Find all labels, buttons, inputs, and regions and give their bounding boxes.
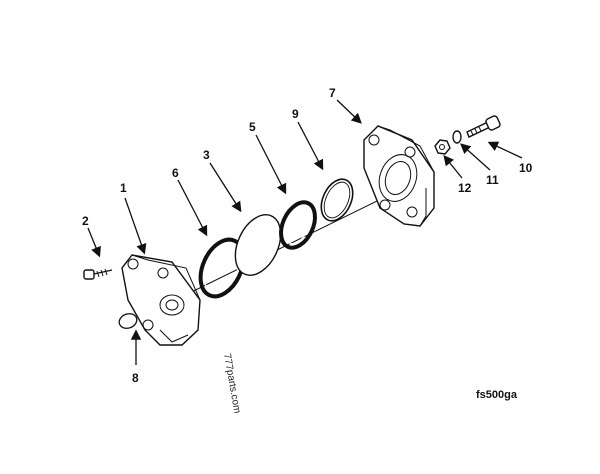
- leader-arrow-3: [209, 162, 242, 213]
- callout-9: 9: [292, 107, 299, 121]
- part-6-o-ring: [198, 237, 246, 299]
- leader-arrow-5: [255, 134, 287, 195]
- callout-12: 12: [458, 181, 472, 195]
- part-9-ring: [320, 178, 354, 222]
- figure-code: fs500ga: [476, 389, 518, 401]
- callout-11: 11: [486, 173, 499, 187]
- leader-arrow-9: [297, 121, 324, 171]
- watermark: 777parts.com: [221, 353, 242, 415]
- leader-arrow-12: [443, 154, 463, 179]
- leader-arrow-1: [124, 197, 147, 255]
- callout-3: 3: [203, 148, 210, 162]
- callout-1: 1: [120, 181, 127, 195]
- callout-2: 2: [82, 214, 89, 228]
- leader-arrow-10: [487, 141, 523, 159]
- leader-arrow-2: [87, 227, 101, 258]
- part-7-housing: [363, 125, 435, 227]
- part-1-cover-plate: [121, 254, 201, 346]
- callout-7: 7: [329, 86, 336, 100]
- part-5-o-ring: [279, 200, 317, 250]
- callout-5: 5: [249, 120, 256, 134]
- part-8-small-o-ring: [118, 313, 138, 329]
- leader-arrow-6: [177, 179, 208, 237]
- part-11-washer: [452, 130, 462, 144]
- part-10-bolt: [466, 115, 501, 138]
- callout-8: 8: [132, 371, 139, 385]
- part-12-nut: [434, 139, 451, 155]
- callout-6: 6: [172, 166, 179, 180]
- leader-arrow-7: [336, 99, 362, 124]
- callout-10: 10: [519, 161, 533, 175]
- part-3-disc: [234, 214, 282, 276]
- part-2-screw: [83, 268, 113, 280]
- leader-arrow-11: [460, 143, 491, 171]
